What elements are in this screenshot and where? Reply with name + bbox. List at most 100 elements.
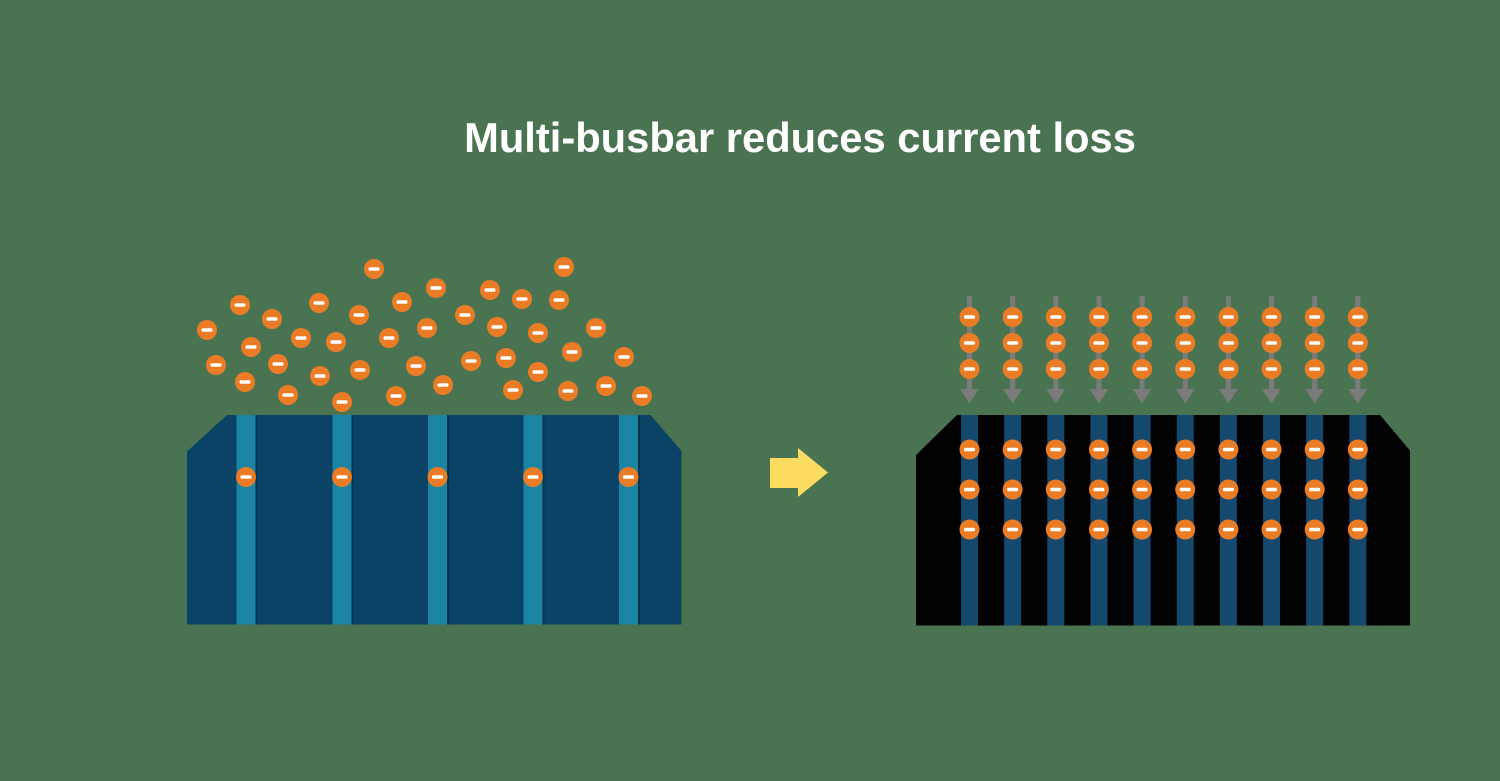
minus-icon <box>1309 315 1321 319</box>
minus-icon <box>1309 487 1321 492</box>
minus-icon <box>1309 341 1321 345</box>
electron <box>332 392 352 412</box>
electron <box>959 307 980 327</box>
electron <box>959 333 980 353</box>
electron <box>350 360 370 380</box>
minus-icon <box>527 475 539 479</box>
multi-busbar-cell-body <box>916 415 1410 626</box>
minus-icon <box>1050 315 1062 319</box>
minus-icon <box>353 313 365 317</box>
electron <box>427 467 448 487</box>
busbar <box>523 415 543 625</box>
minus-icon <box>1309 527 1321 532</box>
electron <box>1002 307 1023 327</box>
electron <box>1002 519 1023 540</box>
electron <box>528 323 548 343</box>
electron <box>392 292 412 312</box>
minus-icon <box>558 265 570 269</box>
electron-stream <box>1002 296 1023 404</box>
electron <box>503 380 523 400</box>
minus-icon <box>201 328 213 332</box>
minus-icon <box>465 359 477 363</box>
minus-icon <box>1266 527 1278 532</box>
electron <box>1132 333 1153 353</box>
electron <box>1347 333 1368 353</box>
minus-icon <box>500 356 512 360</box>
busbar-edge-line <box>447 415 449 625</box>
electron <box>1045 359 1066 379</box>
electron <box>1304 439 1325 460</box>
minus-icon <box>421 326 433 330</box>
minus-icon <box>1136 315 1148 319</box>
down-arrow-head <box>1305 389 1325 404</box>
electron <box>455 305 475 325</box>
busbar <box>428 415 447 625</box>
minus-icon <box>1309 367 1321 371</box>
minus-icon <box>1007 315 1019 319</box>
electron <box>586 318 606 338</box>
minus-icon <box>964 447 975 452</box>
down-arrow-head <box>1132 389 1152 404</box>
minus-icon <box>368 267 380 271</box>
electron-stream <box>1132 296 1153 404</box>
minus-icon <box>390 394 402 398</box>
electron <box>528 362 548 382</box>
electron <box>1218 519 1239 540</box>
minus-icon <box>623 475 634 479</box>
electron <box>1132 359 1153 379</box>
down-arrow-head <box>1262 389 1281 404</box>
electron <box>1347 359 1368 379</box>
minus-icon <box>1179 447 1191 452</box>
minus-icon <box>1266 341 1278 345</box>
electron <box>241 337 261 357</box>
minus-icon <box>1050 447 1062 452</box>
electron <box>1218 359 1239 379</box>
minus-icon <box>432 475 443 479</box>
electron <box>959 439 980 460</box>
minus-icon <box>1352 315 1364 319</box>
minus-icon <box>396 300 408 304</box>
electron <box>1088 307 1109 327</box>
electron <box>417 318 437 338</box>
electron <box>310 366 330 386</box>
electron <box>523 467 543 487</box>
electron <box>1175 479 1196 500</box>
minus-icon <box>1179 367 1191 371</box>
minus-icon <box>1266 487 1278 492</box>
minus-icon <box>1136 487 1148 492</box>
minus-icon <box>354 368 366 372</box>
electron <box>1347 519 1368 540</box>
electron <box>1002 333 1023 353</box>
minus-icon <box>1007 487 1019 492</box>
minus-icon <box>618 355 630 359</box>
minus-icon <box>1352 487 1364 492</box>
electron <box>1218 479 1239 500</box>
electron-stream <box>1347 296 1368 404</box>
electron <box>206 355 226 375</box>
electron <box>309 293 329 313</box>
minus-icon <box>562 389 574 393</box>
electron <box>512 289 532 309</box>
minus-icon <box>313 301 325 305</box>
electron <box>461 351 481 371</box>
minus-icon <box>1352 341 1364 345</box>
electron <box>379 328 399 348</box>
minus-icon <box>383 336 395 340</box>
minus-icon <box>1007 447 1019 452</box>
minus-icon <box>336 475 348 479</box>
minus-icon <box>964 341 975 345</box>
transition-arrow-group <box>770 448 828 497</box>
minus-icon <box>964 527 975 532</box>
electron <box>1132 439 1153 460</box>
minus-icon <box>1222 341 1234 345</box>
busbar-edge-line <box>542 415 545 625</box>
minus-icon <box>1222 367 1234 371</box>
busbar <box>619 415 638 625</box>
electron <box>386 386 406 406</box>
electron <box>406 356 426 376</box>
electron <box>562 342 582 362</box>
minus-icon <box>459 313 471 317</box>
diagram-title: Multi-busbar reduces current loss <box>464 113 1136 161</box>
minus-icon <box>1136 527 1148 532</box>
minus-icon <box>1266 447 1278 452</box>
